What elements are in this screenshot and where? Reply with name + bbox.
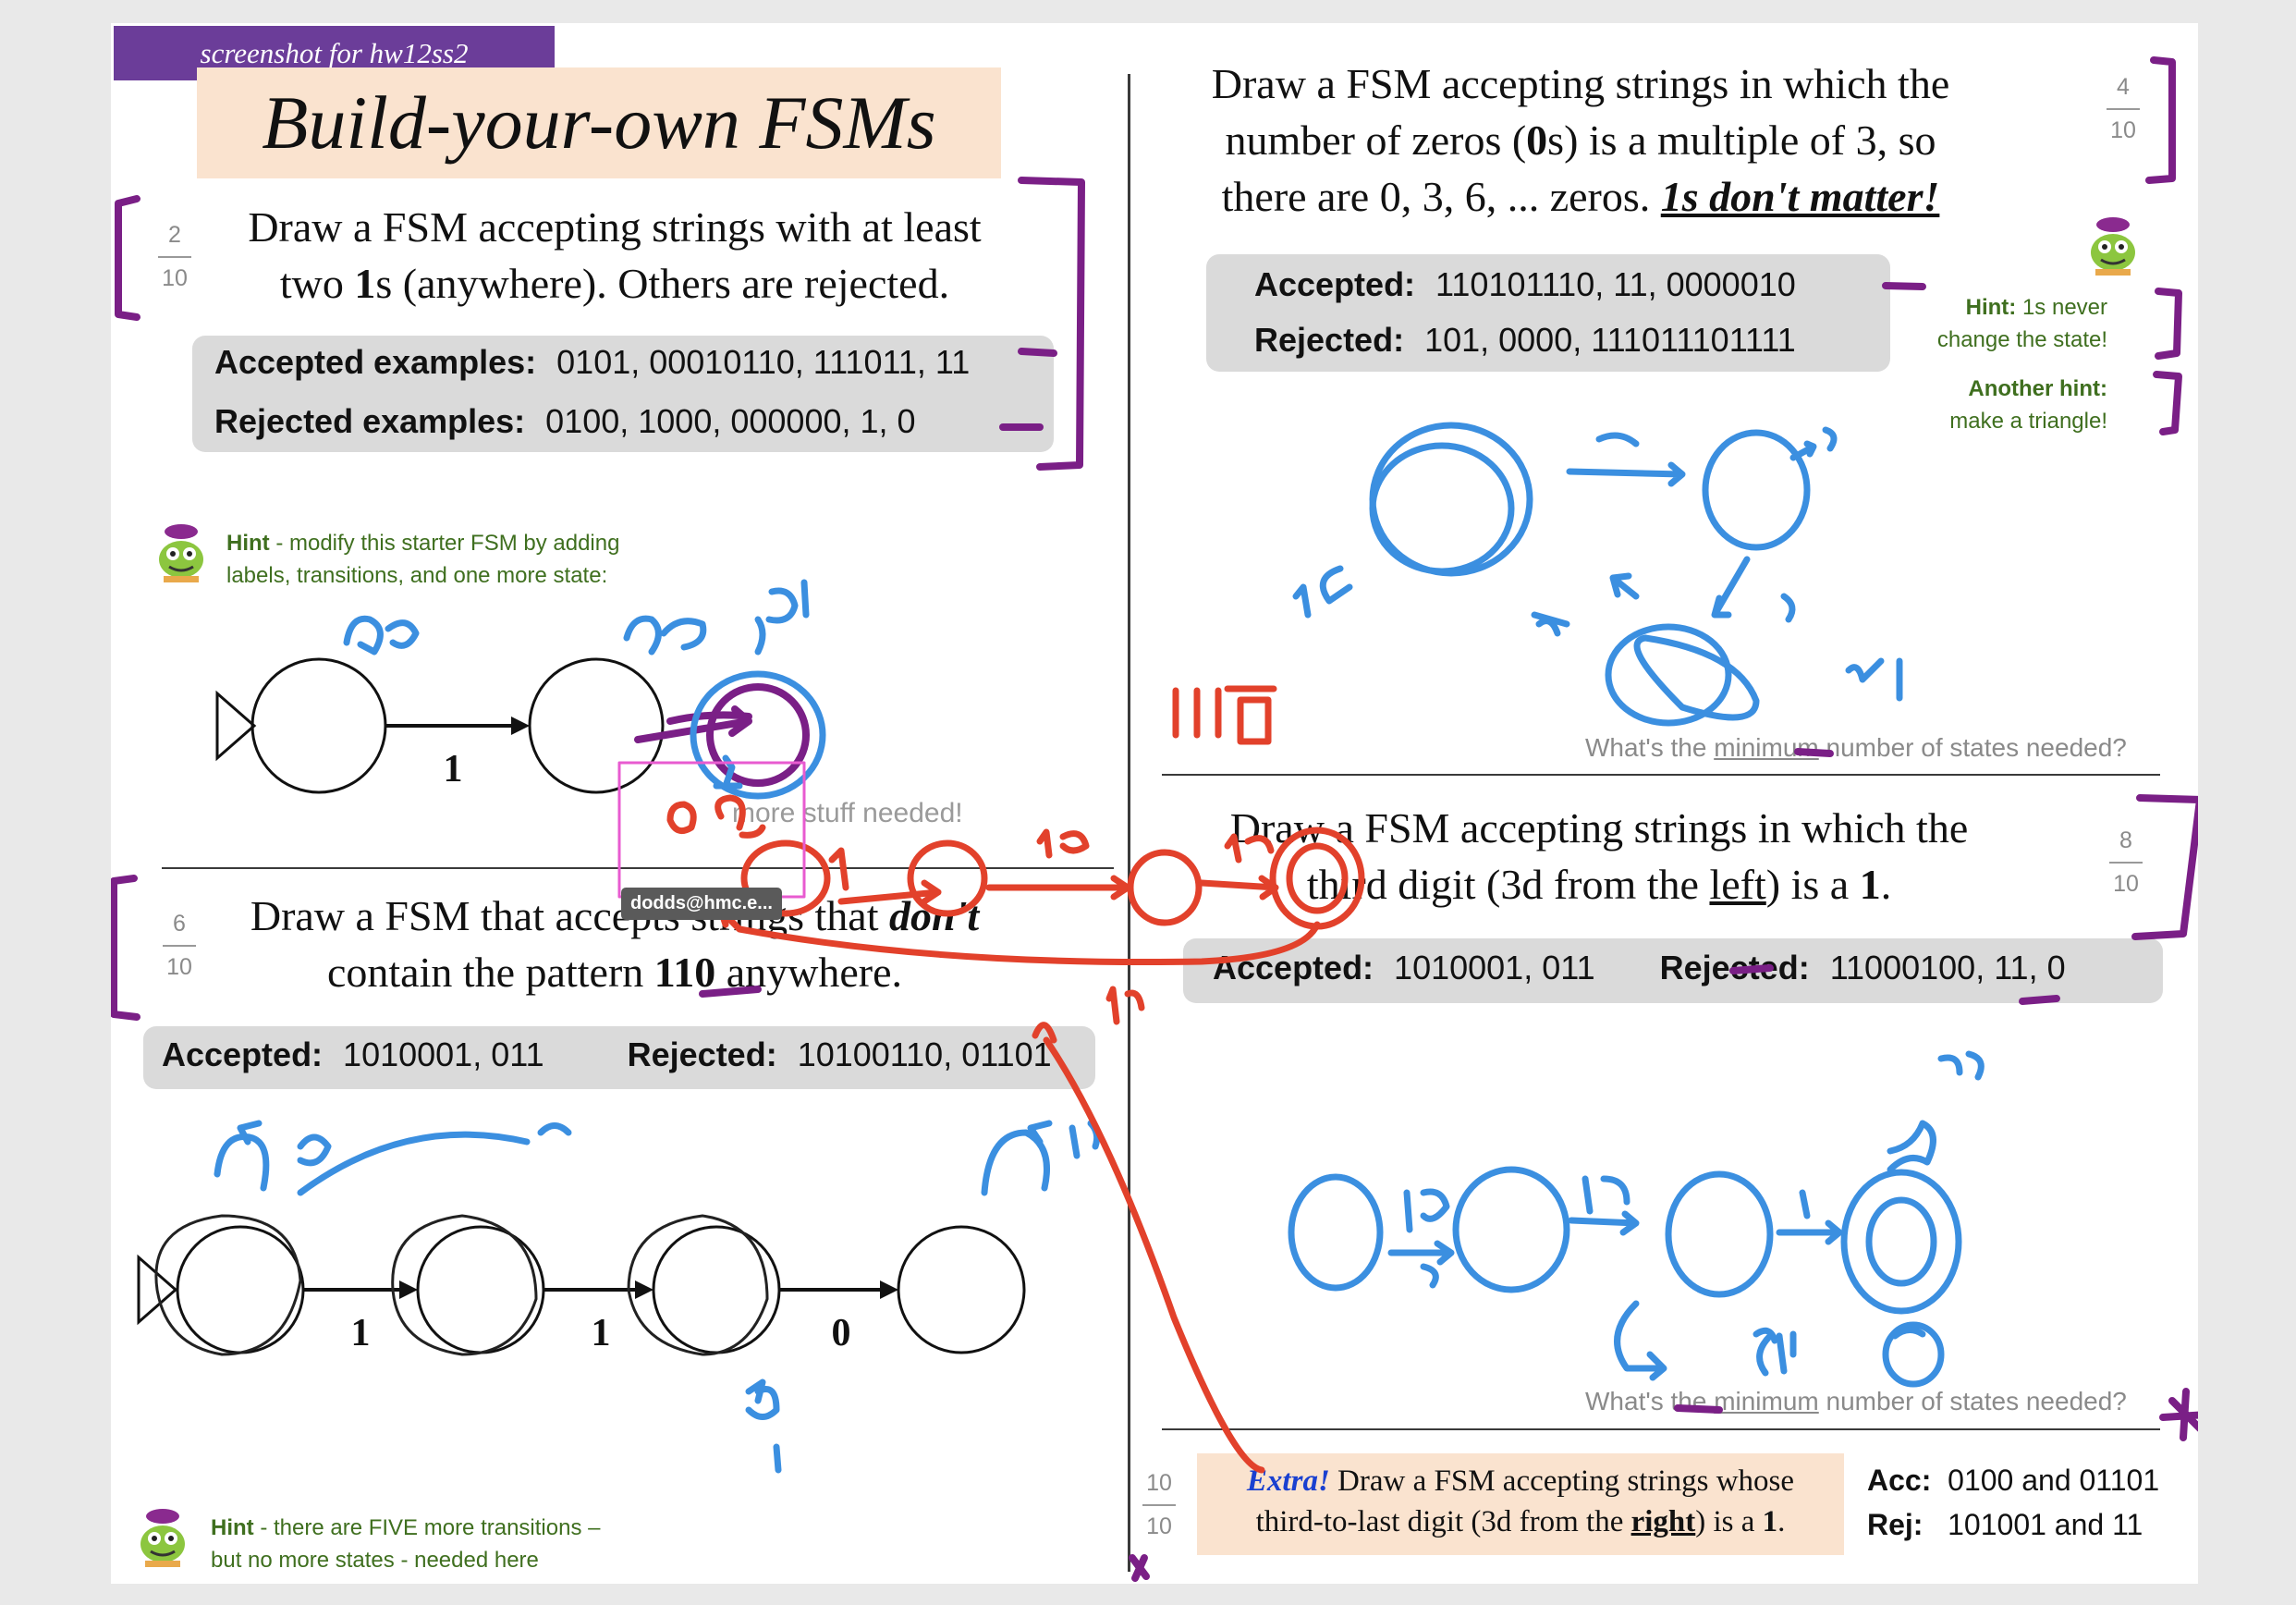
extra-score: 10 10 [1137,1470,1181,1540]
p4-examples-box [1183,938,2163,1003]
p1-rej-label: Rejected examples: [214,402,526,440]
p1-rej-vals: 0100, 1000, 000000, 1, 0 [545,402,916,440]
p3-state-3 [897,1225,1026,1354]
p2-score: 4 10 [2101,74,2145,144]
p3-state-1 [416,1225,545,1354]
p1-line1: Draw a FSM accepting strings with at lea… [248,203,982,251]
p1-hint-mascot-icon [159,524,203,582]
p3-fsm: 1 1 0 [137,1225,1026,1354]
p1-state-0 [250,657,387,794]
p3-state-2 [652,1225,781,1354]
p1-statement: Draw a FSM accepting strings with at lea… [199,199,1031,312]
page-title: Build-your-own FSMs [262,80,936,165]
p3-start-marker [137,1254,178,1326]
p2-accepted: Accepted:110101110, 11, 0000010 [1254,265,1796,303]
extra-rejected: Rej: 101001 and 11 [1867,1508,2143,1541]
p1-more-needed: more stuff needed! [732,798,963,828]
p1-acc-label: Accepted examples: [214,343,537,381]
p3-line1: Draw a FSM that accepts strings that don… [250,892,980,939]
vertical-divider [1128,74,1130,1572]
p4-line1: Draw a FSM accepting strings in which th… [1229,804,1969,852]
p1-score-bar [158,256,191,258]
p2-line3: there are 0, 3, 6, ... zeros. 1s don't m… [1221,173,1940,220]
p3-statement: Draw a FSM that accepts strings that don… [199,888,1031,1000]
p3-transition-label-2: 0 [832,1312,851,1354]
p1-transition-label: 1 [444,748,463,790]
p3-score: 6 10 [157,911,202,981]
extra-box [1197,1453,1844,1555]
p3-examples-box [143,1026,1095,1089]
p3-state-0 [176,1225,305,1354]
p2-line2: number of zeros (0s) is a multiple of 3,… [1225,116,1936,164]
extra-statement: Extra! Draw a FSM accepting strings whos… [1246,1464,1795,1538]
p4-line2: third digit (3d from the left) is a 1. [1306,861,1892,908]
p1-hint: Hint - modify this starter FSM by adding… [226,527,781,592]
p1-hint-text2: labels, transitions, and one more state: [226,563,608,588]
slide: screenshot for hw12ss2 Build-your-own FS… [111,23,2198,1584]
right-bottom-divider [1162,1428,2160,1430]
p4-score: 8 10 [2104,827,2148,898]
p2-line1: Draw a FSM accepting strings in which th… [1211,60,1950,107]
p1-hint-text1: - modify this starter FSM by adding [269,531,620,556]
left-horizontal-divider [162,867,1114,869]
p2-hint-mascot-icon [2091,217,2135,276]
p3-line2: contain the pattern 110 anywhere. [326,949,903,996]
right-top-divider [1162,774,2160,776]
p1-state-1 [528,657,665,794]
p1-hint-bold: Hint [226,531,270,556]
extra-accepted: Acc: 0100 and 01101 [1867,1464,2160,1497]
title-background [197,67,1001,178]
p3-hint: Hint - there are FIVE more transitions –… [211,1515,601,1573]
p1-examples-box [192,336,1054,452]
p1-acc-vals: 0101, 00010110, 111011, 11 [556,343,971,381]
p2-statement: Draw a FSM accepting strings in which th… [1165,55,1997,225]
p1-rejected: Rejected examples: 0100, 1000, 000000, 1,… [214,402,916,441]
p1-fsm: 1 [215,657,665,794]
p4-statement: Draw a FSM accepting strings in which th… [1183,800,2015,913]
p1-line2: two 1s (anywhere). Others are rejected. [279,260,950,307]
user-badge[interactable]: dodds@hmc.e... [621,888,782,920]
p2-rejected: Rejected:101, 0000, 111011101111 [1254,321,1796,359]
p1-score: 2 10 [153,222,197,292]
p1-start-marker [215,690,257,762]
p1-score-den: 10 [162,265,188,291]
p1-score-num: 2 [168,222,181,248]
extra-label: Extra! [1246,1464,1330,1498]
p3-transition-label-0: 1 [351,1312,371,1354]
p2-hint1: Hint: 1s never change the state! [1936,295,2107,352]
p3-examples: Accepted:1010001, 011 Rejected:10100110,… [162,1035,1052,1073]
p1-accepted: Accepted examples: 0101, 00010110, 111011… [214,343,970,382]
p2-min-question: What's the minimum number of states need… [1585,733,2127,762]
p4-min-question: What's the minimum number of states need… [1585,1387,2127,1415]
p2-hint2: Another hint: make a triangle! [1949,376,2107,434]
p2-examples-box [1206,254,1890,372]
p3-transition-label-1: 1 [592,1312,611,1354]
p3-hint-mascot-icon [140,1509,185,1567]
p4-examples: Accepted:1010001, 011 Rejected:11000100,… [1213,949,2066,986]
